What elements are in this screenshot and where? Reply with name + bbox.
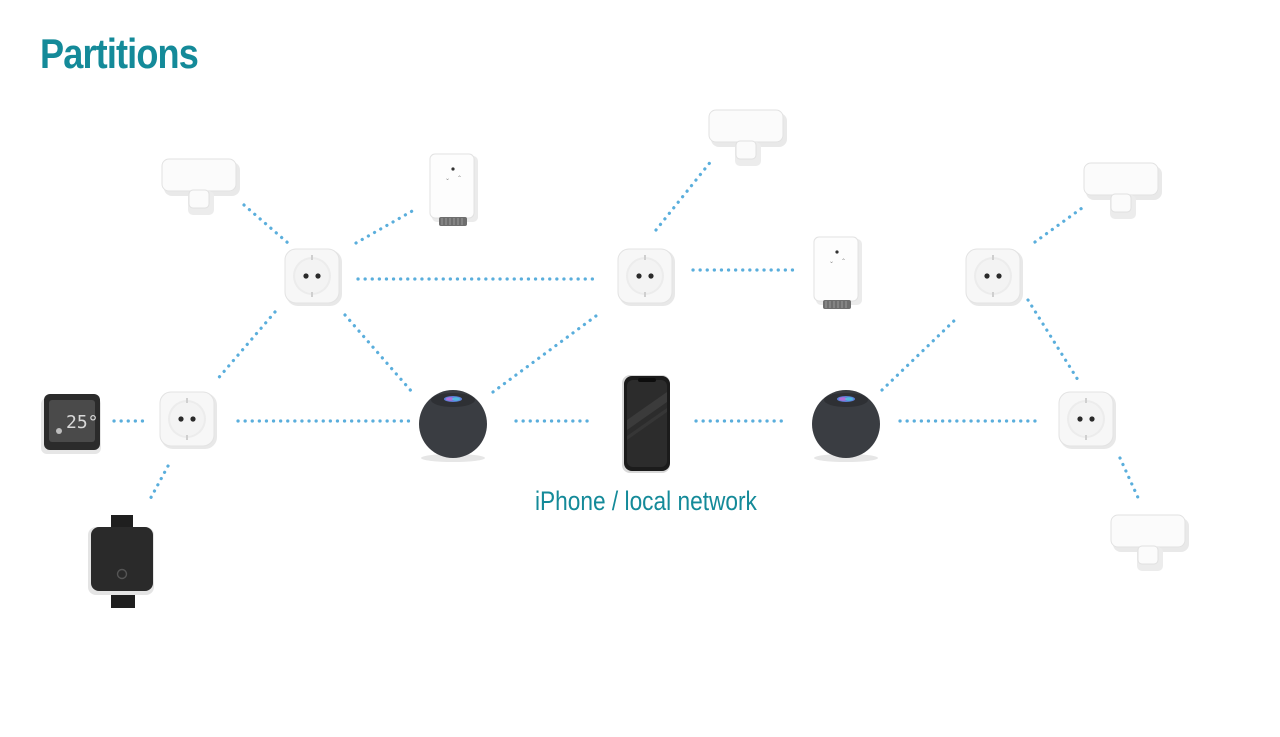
smart-plug-icon: [1058, 391, 1117, 450]
thermo-display-icon: 25°: [41, 394, 101, 454]
smart-plug-icon: [965, 248, 1024, 307]
connection-links: [112, 158, 1142, 505]
sensor-icon: [1110, 514, 1190, 572]
iphone-icon: [622, 375, 670, 473]
sensor-icon: [161, 158, 241, 216]
display-reading: 25°: [66, 412, 99, 433]
homepod-mini-icon: [812, 390, 880, 462]
iphone-network-label: iPhone / local network: [535, 486, 757, 516]
sensor-icon: [1083, 162, 1163, 220]
smart-plug-icon: [284, 248, 343, 307]
smart-button-icon: [88, 515, 154, 608]
smart-plug-icon: [617, 248, 676, 307]
sensor-icon: [708, 109, 788, 167]
smart-plug-icon: [159, 391, 218, 450]
page-title: Partitions: [40, 30, 199, 77]
radiator-thermostat-icon: [429, 153, 479, 227]
radiator-thermostat-icon: [813, 236, 863, 310]
homepod-mini-icon: [419, 390, 487, 462]
